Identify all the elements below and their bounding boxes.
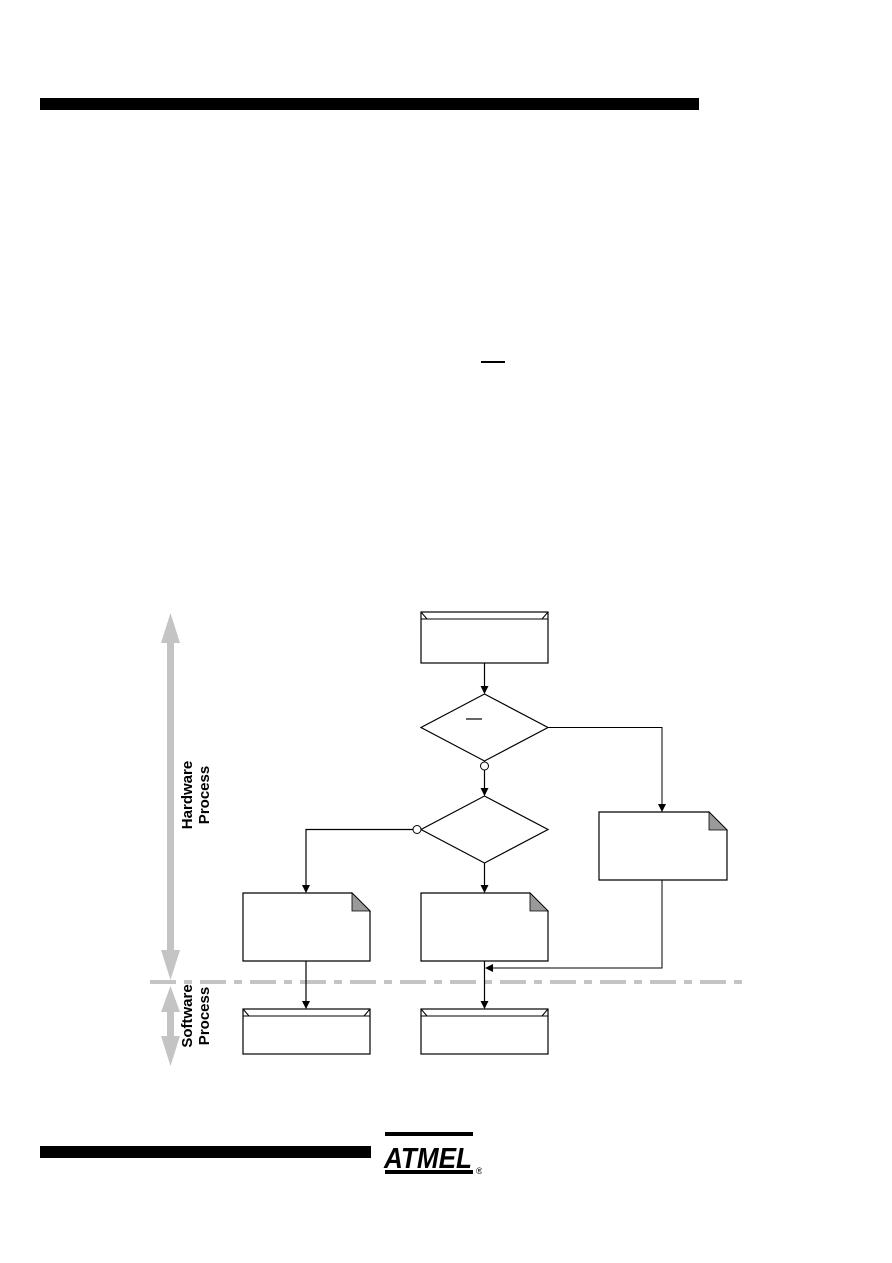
decision2-diamond: [419, 795, 550, 864]
decision1-diamond: [419, 693, 550, 762]
software-lane-arrow: [161, 986, 180, 1066]
left-document-box: [242, 892, 371, 962]
start-process-box: [420, 611, 549, 664]
hardware-label-line1: Hardware: [179, 761, 196, 829]
header-bar: [40, 98, 699, 110]
atmel-logo-text: ATMEL: [383, 1143, 472, 1175]
arrow-decision2-to-left-doc: [302, 828, 413, 893]
arrow-decision1-to-side-doc: [548, 727, 666, 812]
footer-bar: [40, 1146, 371, 1158]
center-document-box: [420, 892, 549, 962]
arrow-side-doc-return: [485, 880, 663, 972]
center-software-process-box: [420, 1008, 549, 1055]
negation-circle-decision1: [480, 761, 489, 771]
software-label-line2: Process: [196, 987, 213, 1045]
left-software-process-box: [242, 1008, 371, 1055]
negation-circle-decision2: [412, 825, 422, 834]
registered-mark: ®: [476, 1166, 482, 1176]
atmel-logo: ATMEL ®: [383, 1132, 482, 1176]
hardware-label-line2: Process: [196, 766, 213, 824]
side-document-box: [598, 811, 728, 881]
hardware-lane-arrow: [161, 613, 180, 980]
software-label-line1: Software: [179, 984, 196, 1047]
overbar-mark: [481, 361, 505, 363]
